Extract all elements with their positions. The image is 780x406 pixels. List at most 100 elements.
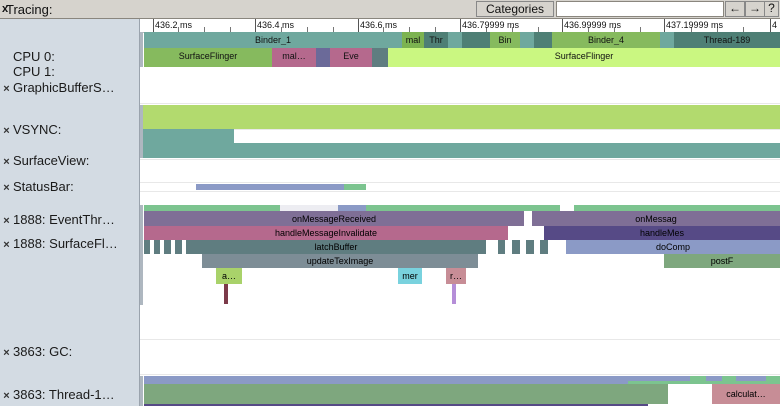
cpu0-slice[interactable] [534, 32, 552, 48]
cpu0-slice[interactable] [520, 32, 534, 48]
surfaceflinger-slice[interactable]: onMessag [532, 211, 780, 226]
close-icon[interactable]: x [2, 3, 9, 15]
cpu1-slice[interactable]: SurfaceFlinger [388, 48, 780, 67]
track-label-text: GraphicBufferS… [13, 80, 115, 95]
surfaceflinger-slice[interactable]: doComp [566, 240, 780, 254]
cpu0-slice[interactable]: Binder_1 [144, 32, 402, 48]
track-label-6[interactable]: ×1888: EventThr… [0, 213, 140, 228]
lane-thread1-strip[interactable] [140, 376, 780, 381]
cpu0-slice[interactable] [660, 32, 674, 48]
cpu0-slice[interactable]: Thr [424, 32, 448, 48]
track-label-7[interactable]: ×1888: SurfaceFl… [0, 237, 140, 252]
track-label-9[interactable]: ×3863: Thread-1… [0, 388, 140, 403]
cpu1-slice[interactable] [316, 48, 330, 67]
lane-cpu1[interactable]: SurfaceFlinger mal… Eve SurfaceFlinger [140, 48, 780, 67]
eventthread-slice[interactable] [196, 184, 344, 190]
statusbar-slice[interactable] [140, 143, 780, 158]
ruler-minor-tick [717, 27, 718, 32]
lane-statusbar[interactable] [140, 143, 780, 158]
search-input[interactable] [556, 1, 724, 17]
eventthread-slice[interactable] [344, 184, 366, 190]
next-button[interactable]: → [745, 1, 765, 17]
categories-button[interactable]: Categories [476, 1, 554, 17]
surfaceflinger-slice[interactable] [540, 240, 548, 254]
close-track-icon[interactable]: × [3, 390, 10, 402]
cpu0-slice[interactable] [462, 32, 490, 48]
close-track-icon[interactable]: × [3, 239, 10, 251]
lane-surfaceview[interactable] [140, 129, 780, 143]
surfaceflinger-strip-slice[interactable] [366, 205, 560, 211]
cpu0-slice[interactable]: mal [402, 32, 424, 48]
surfaceflinger-strip-slice[interactable] [144, 205, 280, 211]
thread1-slice[interactable] [144, 384, 668, 404]
track-label-5[interactable]: ×StatusBar: [0, 180, 140, 195]
surfaceflinger-slice[interactable]: a… [216, 268, 242, 284]
slice-label: SurfaceFlinger [178, 51, 238, 61]
track-label-3[interactable]: ×VSYNC: [0, 123, 140, 138]
thread1-slice[interactable]: dequeueBuffer [144, 404, 648, 406]
close-track-icon[interactable]: × [3, 156, 10, 168]
cpu1-slice[interactable]: mal… [272, 48, 316, 67]
surfaceflinger-slice[interactable]: onMessageReceived [144, 211, 524, 226]
track-label-8[interactable]: ×3863: GC: [0, 345, 140, 360]
close-track-icon[interactable]: × [3, 215, 10, 227]
surfaceflinger-strip-slice[interactable] [574, 205, 780, 211]
surfaceflinger-slice[interactable]: handleMes [544, 226, 780, 240]
surfaceflinger-slice[interactable] [498, 240, 505, 254]
close-track-icon[interactable]: × [3, 347, 10, 359]
thread1-strip2-slice[interactable] [628, 381, 780, 384]
thread1-slice[interactable]: calculat… [712, 384, 780, 404]
surfaceflinger-slice[interactable]: r… [446, 268, 466, 284]
surfaceflinger-strip-slice[interactable] [560, 205, 574, 211]
surfaceview-slice[interactable] [140, 129, 234, 143]
lane-vsync[interactable] [140, 105, 780, 129]
surfaceflinger-slice[interactable] [154, 240, 160, 254]
thread1-strip-slice[interactable] [766, 376, 780, 381]
thread1-strip-slice[interactable] [706, 376, 722, 381]
ruler-tick-label: 436.79999 ms [462, 20, 520, 30]
lane-eventthread[interactable] [140, 184, 780, 190]
track-label-4[interactable]: ×SurfaceView: [0, 154, 140, 169]
close-track-icon[interactable]: × [3, 83, 10, 95]
surfaceflinger-slice[interactable]: mer [398, 268, 422, 284]
surfaceflinger-slice[interactable] [144, 240, 150, 254]
thread1-strip-slice[interactable] [722, 376, 736, 381]
cpu1-slice[interactable]: SurfaceFlinger [144, 48, 272, 67]
surfaceflinger-slice[interactable]: updateTexImage [202, 254, 478, 268]
surfaceflinger-slice[interactable] [526, 240, 534, 254]
track-label-1[interactable]: CPU 1: [0, 65, 140, 79]
prev-button[interactable]: ← [725, 1, 745, 17]
thread1-strip-slice[interactable] [690, 376, 706, 381]
lane-thread1-strip2[interactable] [140, 381, 780, 384]
track-label-0[interactable]: CPU 0: [0, 50, 140, 64]
close-track-icon[interactable]: × [3, 182, 10, 194]
track-label-text: CPU 0: [13, 49, 55, 64]
surfaceflinger-slice[interactable] [175, 240, 182, 254]
help-button[interactable]: ? [764, 1, 779, 17]
surfaceflinger-slice[interactable]: postF [664, 254, 780, 268]
surfaceflinger-slice[interactable] [224, 284, 228, 304]
thread1-strip-slice[interactable] [736, 376, 766, 381]
track-label-2[interactable]: ×GraphicBufferS… [0, 81, 140, 96]
track-label-column: CPU 0:CPU 1:×GraphicBufferS…×VSYNC:×Surf… [0, 19, 140, 406]
cpu0-slice[interactable]: Binder_4 [552, 32, 660, 48]
thread1-strip2-slice[interactable] [144, 381, 628, 384]
cpu1-slice[interactable] [372, 48, 388, 67]
thread1-strip-slice[interactable] [144, 376, 690, 381]
cpu0-slice[interactable]: Thread-189 [674, 32, 780, 48]
surfaceflinger-slice[interactable] [512, 240, 520, 254]
surfaceflinger-slice[interactable] [452, 284, 456, 304]
surfaceflinger-strip-slice[interactable] [338, 205, 366, 211]
cpu1-slice[interactable]: Eve [330, 48, 372, 67]
close-track-icon[interactable]: × [3, 125, 10, 137]
cpu0-slice[interactable]: Bin [490, 32, 520, 48]
surfaceflinger-slice[interactable]: latchBuffer [186, 240, 486, 254]
vsync-slice[interactable] [140, 105, 780, 129]
surfaceflinger-slice[interactable]: handleMessageInvalidate [144, 226, 508, 240]
cpu0-slice[interactable] [448, 32, 462, 48]
surfaceflinger-strip-slice[interactable] [280, 205, 338, 211]
surfaceflinger-slice[interactable] [164, 240, 171, 254]
